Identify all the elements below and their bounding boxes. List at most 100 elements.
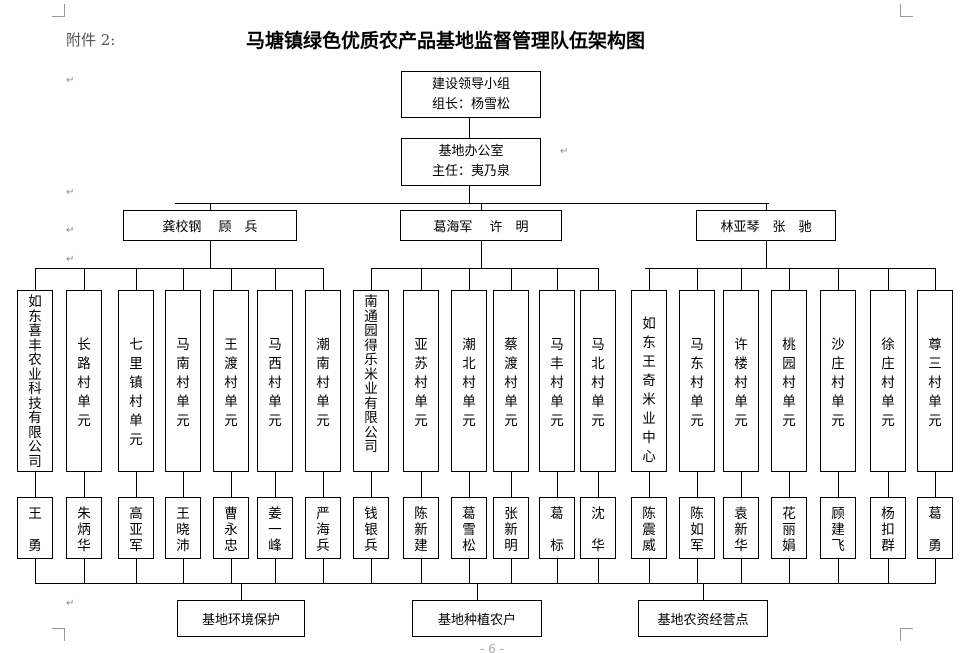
unit-name: 马丰村单元 — [550, 337, 564, 429]
person-name-char: 钱 — [364, 506, 378, 522]
person-box: 严海兵 — [305, 497, 341, 559]
person-name-char: 顾 — [831, 506, 845, 522]
connector-line — [323, 472, 324, 497]
connector-line — [649, 559, 650, 583]
paragraph-mark: ↵ — [66, 75, 75, 86]
unit-name: 七里镇村单元 — [129, 337, 143, 448]
office-director: 主任：夷乃泉 — [431, 164, 510, 179]
crop-mark — [900, 4, 913, 17]
connector-line — [175, 203, 769, 204]
unit-box: 如东喜丰农业科技有限公司 — [17, 290, 53, 472]
connector-line — [645, 268, 936, 269]
connector-line — [231, 559, 232, 583]
person-name-char: 华 — [77, 538, 91, 554]
person-name-char: 扣 — [881, 522, 895, 538]
connector-line — [697, 559, 698, 583]
connector-line — [275, 472, 276, 497]
connector-line — [136, 559, 137, 583]
connector-line — [371, 268, 598, 269]
person-name-char: 建 — [831, 522, 845, 538]
connector-line — [481, 203, 482, 211]
document-title: 马塘镇绿色优质农产品基地监督管理队伍架构图 — [246, 30, 646, 52]
connector-line — [210, 241, 211, 268]
person-name-char: 兵 — [316, 538, 330, 554]
connector-line — [888, 559, 889, 583]
unit-name: 蔡渡村单元 — [504, 337, 518, 429]
connector-line — [511, 472, 512, 497]
group-leader-box: 葛海军 许 明 — [400, 210, 562, 241]
connector-line — [697, 472, 698, 497]
connector-line — [766, 241, 767, 268]
connector-line — [598, 559, 599, 583]
unit-box: 尊三村单元 — [917, 290, 953, 472]
person-box: 王晓沛 — [165, 497, 201, 559]
connector-line — [741, 268, 742, 290]
connector-line — [35, 268, 36, 290]
connector-line — [35, 559, 36, 583]
person-name-char: 曹 — [224, 506, 238, 522]
connector-line — [371, 559, 372, 583]
connector-line — [703, 583, 704, 600]
unit-name: 如东王奇米业中心 — [642, 316, 656, 465]
connector-line — [241, 583, 242, 600]
connector-line — [35, 268, 323, 269]
person-name-char: 峰 — [268, 538, 282, 554]
person-name-char: 银 — [364, 522, 378, 538]
person-name-char: 如 — [690, 522, 704, 538]
connector-line — [469, 559, 470, 583]
person-name-char: 军 — [129, 538, 143, 554]
person-name-char: 海 — [316, 522, 330, 538]
paragraph-mark: ↵ — [66, 254, 75, 265]
connector-line — [598, 268, 599, 290]
connector-line — [649, 472, 650, 497]
connector-line — [136, 472, 137, 497]
connector-line — [741, 472, 742, 497]
connector-line — [35, 583, 936, 584]
connector-line — [84, 472, 85, 497]
person-name-char: 标 — [550, 538, 564, 554]
person-name-char: 永 — [224, 522, 238, 538]
person-box: 张新明 — [493, 497, 529, 559]
person-name-char: 军 — [690, 538, 704, 554]
connector-line — [35, 472, 36, 497]
unit-box: 马西村单元 — [257, 290, 293, 472]
connector-line — [275, 268, 276, 290]
person-box: 朱炳华 — [66, 497, 102, 559]
connector-line — [323, 559, 324, 583]
person-name-char: 杨 — [881, 506, 895, 522]
connector-line — [838, 268, 839, 290]
connector-line — [231, 268, 232, 290]
attachment-label: 附件 2: — [66, 31, 116, 49]
leading-group-box: 建设领导小组 组长：杨雪松 — [401, 71, 541, 118]
connector-line — [371, 472, 372, 497]
person-name-char: 王 — [28, 506, 42, 522]
connector-line — [481, 241, 482, 268]
person-name-char: 陈 — [690, 506, 704, 522]
paragraph-mark: ↵ — [66, 225, 75, 236]
person-name-char: 娟 — [782, 538, 796, 554]
group-leaders: 龚校钢 顾 兵 — [162, 220, 258, 235]
person-name-char: 勇 — [928, 538, 942, 554]
person-name-char: 葛 — [928, 506, 942, 522]
unit-name: 尊三村单元 — [928, 337, 942, 429]
person-box: 姜一峰 — [257, 497, 293, 559]
person-name-char: 姜 — [268, 506, 282, 522]
person-box: 陈新建 — [403, 497, 439, 559]
unit-box: 马东村单元 — [679, 290, 715, 472]
person-name-char: 陈 — [642, 506, 656, 522]
person-box: 杨扣群 — [870, 497, 906, 559]
unit-box: 潮北村单元 — [451, 290, 487, 472]
unit-name: 潮北村单元 — [462, 337, 476, 429]
connector-line — [469, 268, 470, 290]
connector-line — [210, 203, 211, 211]
connector-line — [598, 472, 599, 497]
unit-name: 许楼村单元 — [734, 337, 748, 429]
person-name-char: 华 — [734, 538, 748, 554]
connector-line — [84, 268, 85, 290]
person-name-char: 沈 — [591, 506, 605, 522]
unit-box: 潮南村单元 — [305, 290, 341, 472]
person-name-char: 朱 — [77, 506, 91, 522]
connector-line — [649, 268, 650, 290]
person-name-char: 新 — [414, 522, 428, 538]
person-name-char: 飞 — [831, 538, 845, 554]
